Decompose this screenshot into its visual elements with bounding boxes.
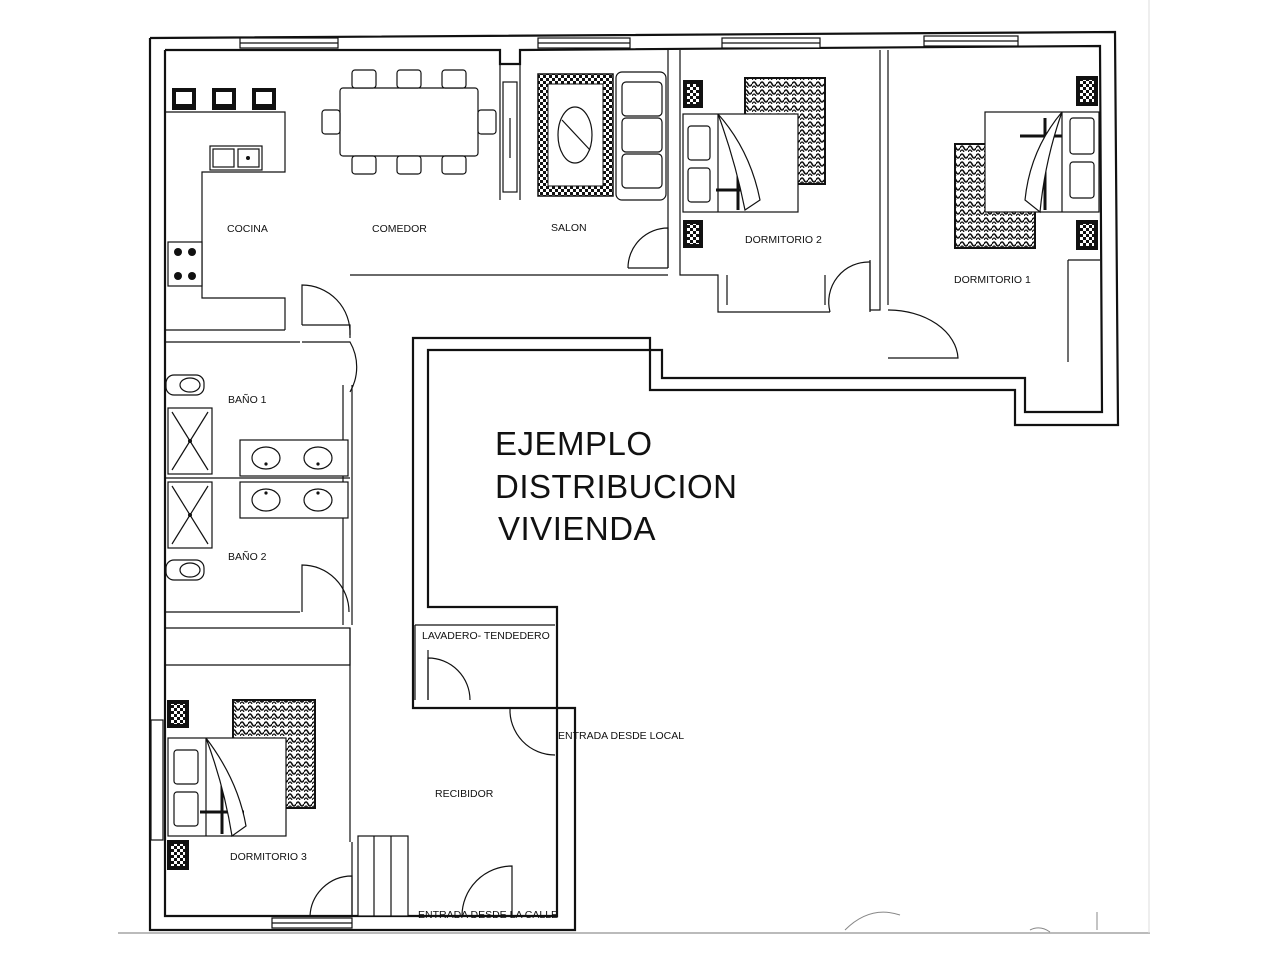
label-bano-2: BAÑO 2 [228, 550, 267, 563]
bathroom-fixtures [165, 374, 349, 581]
label-entrada-calle: ENTRADA DESDE LA CALLE [418, 909, 558, 921]
title-line-1: EJEMPLO [495, 425, 653, 462]
label-comedor: COMEDOR [372, 223, 427, 235]
dining-furniture [321, 69, 518, 193]
label-lavadero: LAVADERO- TENDEDERO [422, 630, 550, 642]
label-dormitorio-2: DORMITORIO 2 [745, 234, 822, 246]
title-line-2: DISTRIBUCION [495, 468, 738, 505]
room-labels: COCINA COMEDOR SALON DORMITORIO 2 DORMIT… [227, 222, 1031, 921]
label-dormitorio-3: DORMITORIO 3 [230, 851, 307, 863]
windows [150, 35, 1019, 929]
kitchen-furniture [167, 88, 276, 287]
bedroom1-furniture [954, 76, 1100, 250]
entrance-stairs [357, 835, 409, 917]
label-salon: SALON [551, 222, 587, 234]
plan-title: EJEMPLO DISTRIBUCION VIVIENDA [495, 425, 738, 547]
label-bano-1: BAÑO 1 [228, 393, 267, 406]
salon-furniture [537, 71, 667, 201]
bedroom2-furniture [682, 77, 826, 248]
label-dormitorio-1: DORMITORIO 1 [954, 274, 1031, 286]
label-entrada-local: ENTRADA DESDE LOCAL [558, 730, 684, 742]
bedroom3-furniture [167, 699, 316, 870]
title-line-3: VIVIENDA [498, 510, 656, 547]
label-cocina: COCINA [227, 223, 268, 235]
paper-edge [118, 0, 1150, 934]
label-recibidor: RECIBIDOR [435, 788, 494, 800]
doors [301, 227, 959, 917]
